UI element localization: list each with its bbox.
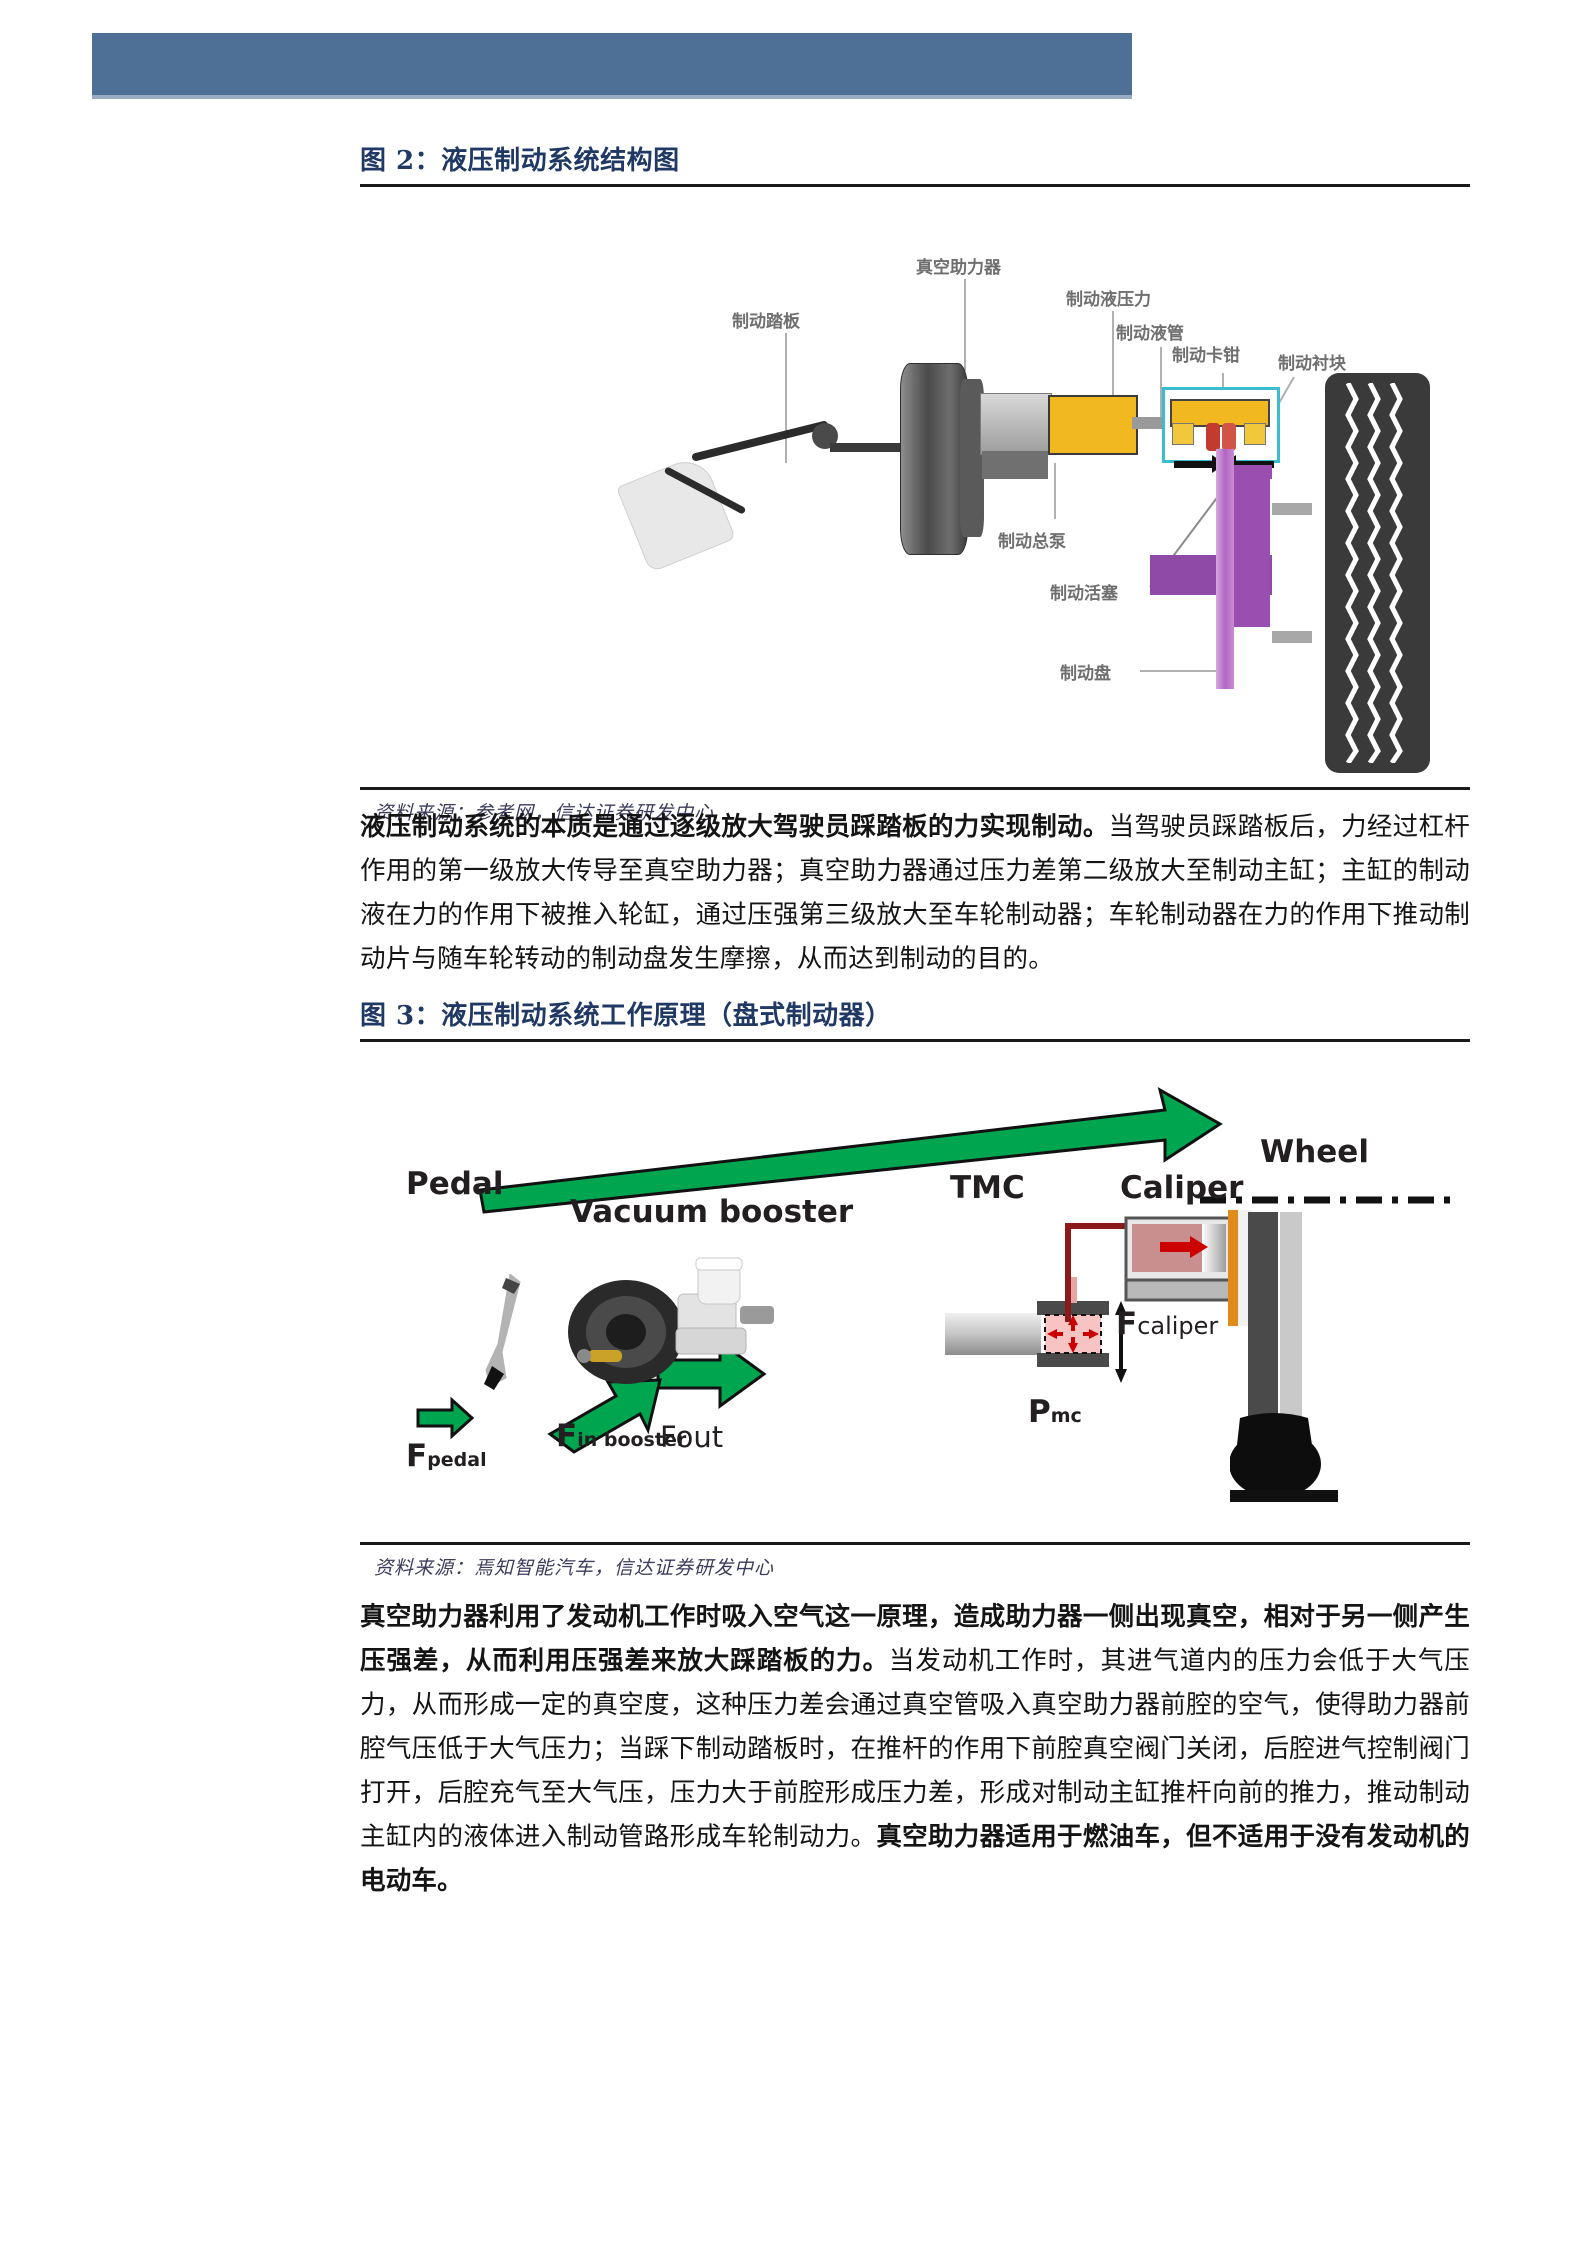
figure-3-fout-text: Fout — [660, 1420, 724, 1454]
disc-stub-upper-shape — [1272, 503, 1312, 515]
figure-2-label-fluid-pressure: 制动液压力 — [1066, 290, 1151, 310]
figure-3-diagram: Pedal Vacuum booster TMC Caliper Wheel F… — [360, 1042, 1470, 1542]
figure-2-diagram: 真空助力器 制动液压力 制动踏板 制动液管 制动卡钳 制动衬块 制动总泵 制动活… — [360, 187, 1470, 787]
wheel-art — [1218, 1212, 1350, 1502]
paragraph-1-lead: 液压制动系统的本质是通过逐级放大驾驶员踩踏板的力实现制动。 — [360, 812, 1109, 842]
figure-3-label-pedal: Pedal — [406, 1166, 504, 1202]
f-in-booster-symbol: F — [556, 1418, 578, 1454]
p-mc-subscript: mc — [1050, 1405, 1082, 1427]
caliper-unit-art — [1120, 1210, 1280, 1335]
figure-3-bottom-rule — [360, 1542, 1470, 1545]
caliper-piston-right-shape — [1222, 423, 1236, 451]
figure-3-label-caliper: Caliper — [1120, 1170, 1244, 1206]
figure-3-label-tmc: TMC — [950, 1170, 1025, 1206]
figure-3-title: 图 3：液压制动系统工作原理（盘式制动器） — [360, 1001, 892, 1031]
page-header-band-shadow — [92, 95, 1132, 99]
figure-3-title-rule — [360, 1039, 1470, 1042]
figure-2-label-caliper: 制动卡钳 — [1172, 346, 1240, 366]
vacuum-booster-art — [548, 1254, 798, 1399]
figure-2-label-brake-disc: 制动盘 — [1060, 664, 1111, 684]
leader-line-vacuum-booster — [964, 279, 966, 371]
paragraph-2: 真空助力器利用了发动机工作时吸入空气这一原理，造成助力器一侧出现真空，相对于另一… — [360, 1595, 1470, 1903]
figure-2-label-brake-piston: 制动活塞 — [1050, 584, 1118, 604]
p-mc-symbol: P — [1028, 1394, 1051, 1430]
paragraph-1-rest: 当驾驶员踩踏板后，力经过杠杆作用的第一级放大传导至真空助力器；真空助力器通过压力… — [360, 812, 1470, 974]
paragraph-2-rest: 当发动机工作时，其进气道内的压力会低于大气压力，从而形成一定的真空度，这种压力差… — [360, 1646, 1470, 1852]
figure-3-arrows-svg — [416, 1086, 1223, 1454]
figure-3-label-wheel: Wheel — [1260, 1134, 1369, 1170]
paragraph-2-tail: 真空助力器适用于燃油车，但不适用于没有发动机的电动车。 — [360, 1822, 1470, 1896]
master-cylinder-shape — [980, 393, 1052, 455]
figure-3-label-f-in-booster: Fin booster — [556, 1418, 686, 1454]
caliper-pad-right-shape — [1244, 423, 1266, 445]
tire-tread-pattern — [1338, 383, 1416, 763]
figure-3-label-fout: Fout — [660, 1420, 723, 1454]
caliper-inner-shape — [1170, 399, 1270, 427]
figure-2-bottom-rule — [360, 787, 1470, 790]
paragraph-1: 液压制动系统的本质是通过逐级放大驾驶员踩踏板的力实现制动。当驾驶员踩踏板后，力经… — [360, 805, 1470, 981]
leader-line-master-cylinder — [1054, 463, 1056, 519]
caliper-pad-left-shape — [1172, 423, 1194, 445]
vacuum-booster-shape — [900, 363, 968, 555]
figure-2-label-master-cylinder: 制动总泵 — [998, 532, 1066, 552]
figure-2-label-vacuum-booster: 真空助力器 — [916, 258, 1001, 278]
figure-3-block: 图 3：液压制动系统工作原理（盘式制动器） — [360, 995, 1470, 1580]
leader-line-fluid-pipe — [1160, 347, 1162, 419]
brake-hose-shape — [1132, 417, 1168, 429]
figure-2-label-fluid-pipe: 制动液管 — [1116, 324, 1184, 344]
disc-hub-shape — [1232, 477, 1270, 627]
f-caliper-symbol: F — [1116, 1306, 1138, 1342]
tmc-unit-art — [945, 1277, 1155, 1402]
paragraph-2-lead: 真空助力器利用了发动机工作时吸入空气这一原理，造成助力器一侧出现真空，相对于另一… — [360, 1602, 1470, 1676]
figure-3-label-f-caliper: Fcaliper — [1116, 1306, 1218, 1342]
figure-3-label-vacuum-booster: Vacuum booster — [570, 1194, 854, 1230]
wheel-axis-line — [1200, 1196, 1460, 1204]
disc-stub-lower-shape — [1272, 631, 1312, 643]
pedal-arm-art — [480, 1273, 526, 1392]
valve-block-shape — [1048, 395, 1138, 455]
figure-3-source: 资料来源：焉知智能汽车，信达证券研发中心 — [374, 1557, 775, 1579]
disc-top-shape — [1234, 465, 1272, 479]
figure-3-label-p-mc: Pmc — [1028, 1394, 1082, 1430]
figure-2-block: 图 2：液压制动系统结构图 真空助力器 制动液压力 制动踏板 — [360, 140, 1470, 825]
figure-2-title-rule — [360, 184, 1470, 187]
leader-line-brake-pedal — [785, 333, 787, 463]
push-rod-shape — [830, 443, 905, 452]
f-pedal-symbol: F — [406, 1438, 428, 1474]
caliper-piston-left-shape — [1206, 423, 1220, 451]
figure-2-label-brake-pad: 制动衬块 — [1278, 354, 1346, 374]
tire-shape — [1325, 373, 1430, 773]
figure-2-source: 资料来源：参考网，信达证券研发中心 — [374, 802, 715, 824]
clamp-force-arrow-left-icon — [1174, 455, 1225, 473]
brake-disc-shape — [1216, 449, 1234, 689]
figure-2-title: 图 2：液压制动系统结构图 — [360, 146, 680, 176]
master-cylinder-base-shape — [982, 451, 1048, 479]
f-pedal-subscript: pedal — [427, 1449, 487, 1471]
page-header-band — [92, 33, 1132, 95]
f-caliper-subscript: caliper — [1137, 1312, 1219, 1340]
figure-2-label-brake-pedal: 制动踏板 — [732, 312, 800, 332]
f-in-booster-subscript: in booster — [577, 1429, 687, 1451]
figure-3-label-f-pedal: Fpedal — [406, 1438, 487, 1474]
leader-line-fluid-pressure — [1112, 311, 1114, 407]
